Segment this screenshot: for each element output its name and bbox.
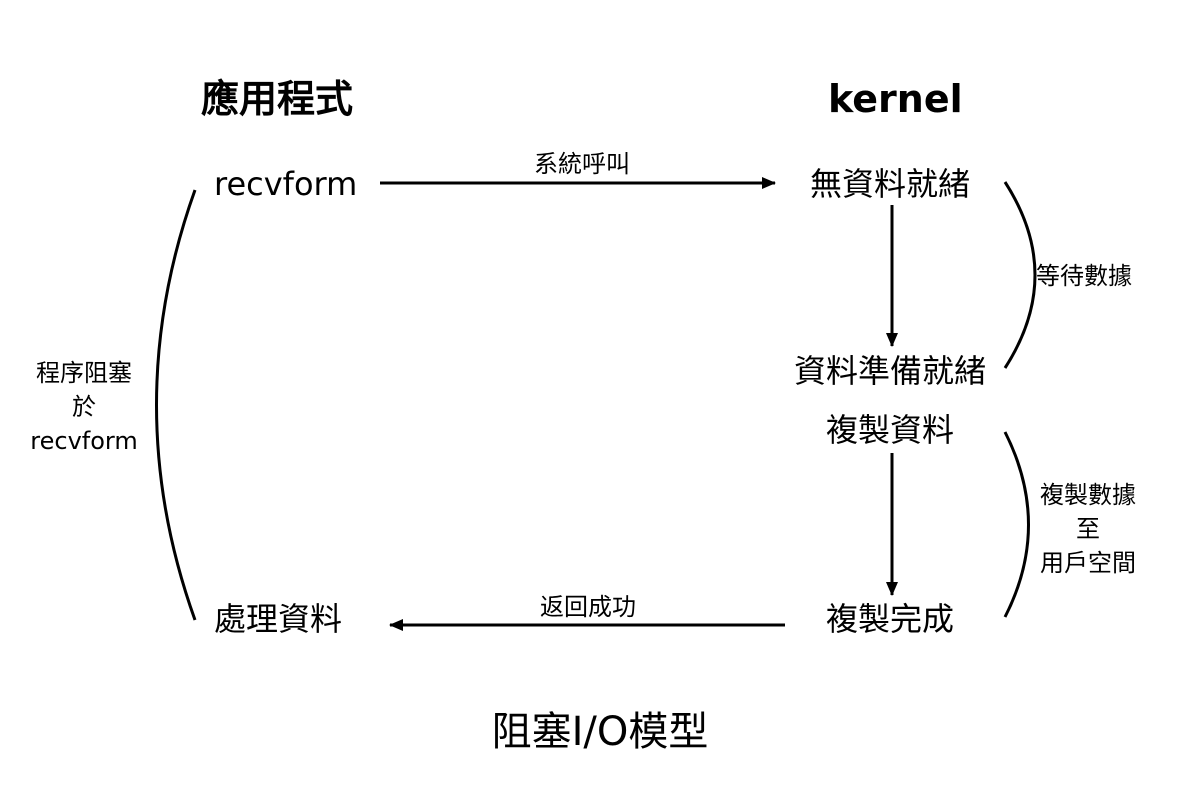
copy-note-line-3: 用戶空間 bbox=[1040, 549, 1136, 577]
blocked-note-line-2: 於 bbox=[72, 393, 96, 421]
process-data-label: 處理資料 bbox=[214, 600, 343, 638]
copy-data-label: 複製資料 bbox=[825, 411, 955, 449]
return-success-label: 返回成功 bbox=[540, 593, 636, 621]
blocked-note-line-3: recvform bbox=[30, 427, 138, 455]
no-data-ready-label: 無資料就緒 bbox=[809, 165, 971, 203]
data-ready-label: 資料準備就緒 bbox=[793, 352, 987, 390]
copy-to-user-note: 複製數據 至 用戶空間 bbox=[1032, 478, 1144, 580]
syscall-label: 系統呼叫 bbox=[534, 150, 630, 178]
blocked-note-line-1: 程序阻塞 bbox=[36, 359, 132, 387]
copy-note-line-1: 複製數據 bbox=[1040, 481, 1136, 509]
diagram-caption: 阻塞I/O模型 bbox=[491, 709, 709, 755]
app-header: 應用程式 bbox=[201, 77, 354, 121]
kernel-header: kernel bbox=[828, 77, 963, 121]
wait-bracket bbox=[1003, 181, 1037, 369]
copy-done-label: 複製完成 bbox=[825, 600, 955, 638]
blocked-note: 程序阻塞 於 recvform bbox=[28, 356, 140, 458]
copy-note-line-2: 至 bbox=[1076, 515, 1100, 543]
wait-data-note: 等待數據 bbox=[1036, 262, 1132, 290]
copy-bracket bbox=[1003, 431, 1030, 618]
blocked-bracket bbox=[155, 189, 197, 621]
recvform-label: recvform bbox=[214, 165, 358, 203]
